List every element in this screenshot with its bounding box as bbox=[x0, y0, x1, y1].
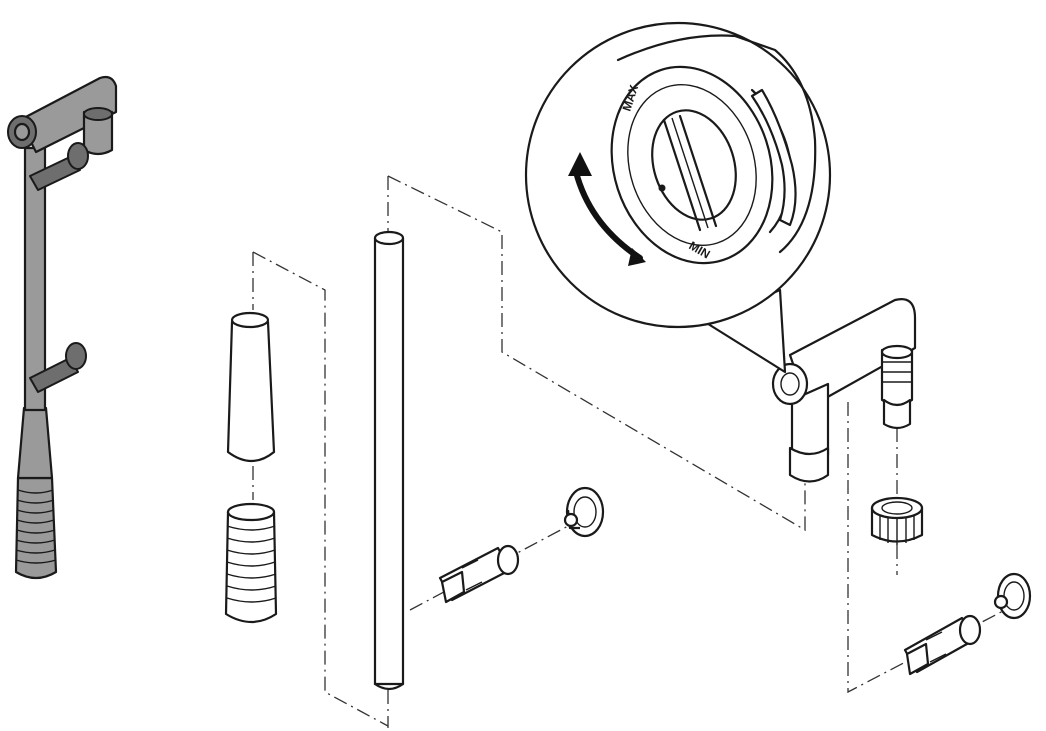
assembled-lower-clip bbox=[29, 342, 87, 393]
flow-control-dial bbox=[610, 34, 817, 265]
dial-indicator-dot bbox=[658, 184, 666, 192]
magnified-detail: MAX MIN bbox=[524, 21, 832, 374]
clip-right bbox=[903, 614, 982, 676]
suction-cup-right bbox=[993, 572, 1032, 620]
intake-strainer bbox=[224, 502, 278, 624]
assembled-outlet-pipe bbox=[7, 75, 118, 156]
extension-pipe bbox=[373, 230, 405, 691]
clip-middle bbox=[438, 544, 520, 604]
intake-tube bbox=[226, 311, 276, 463]
assembled-unit bbox=[7, 75, 118, 580]
assembled-intake-strainer bbox=[14, 476, 58, 580]
coupling-nut bbox=[870, 496, 924, 545]
assembled-intake-tube bbox=[16, 146, 54, 480]
outlet-pipe bbox=[771, 298, 917, 483]
suction-cup-middle bbox=[563, 486, 605, 538]
assembled-upper-clip bbox=[29, 142, 89, 191]
rotation-arrow-icon bbox=[568, 152, 646, 266]
